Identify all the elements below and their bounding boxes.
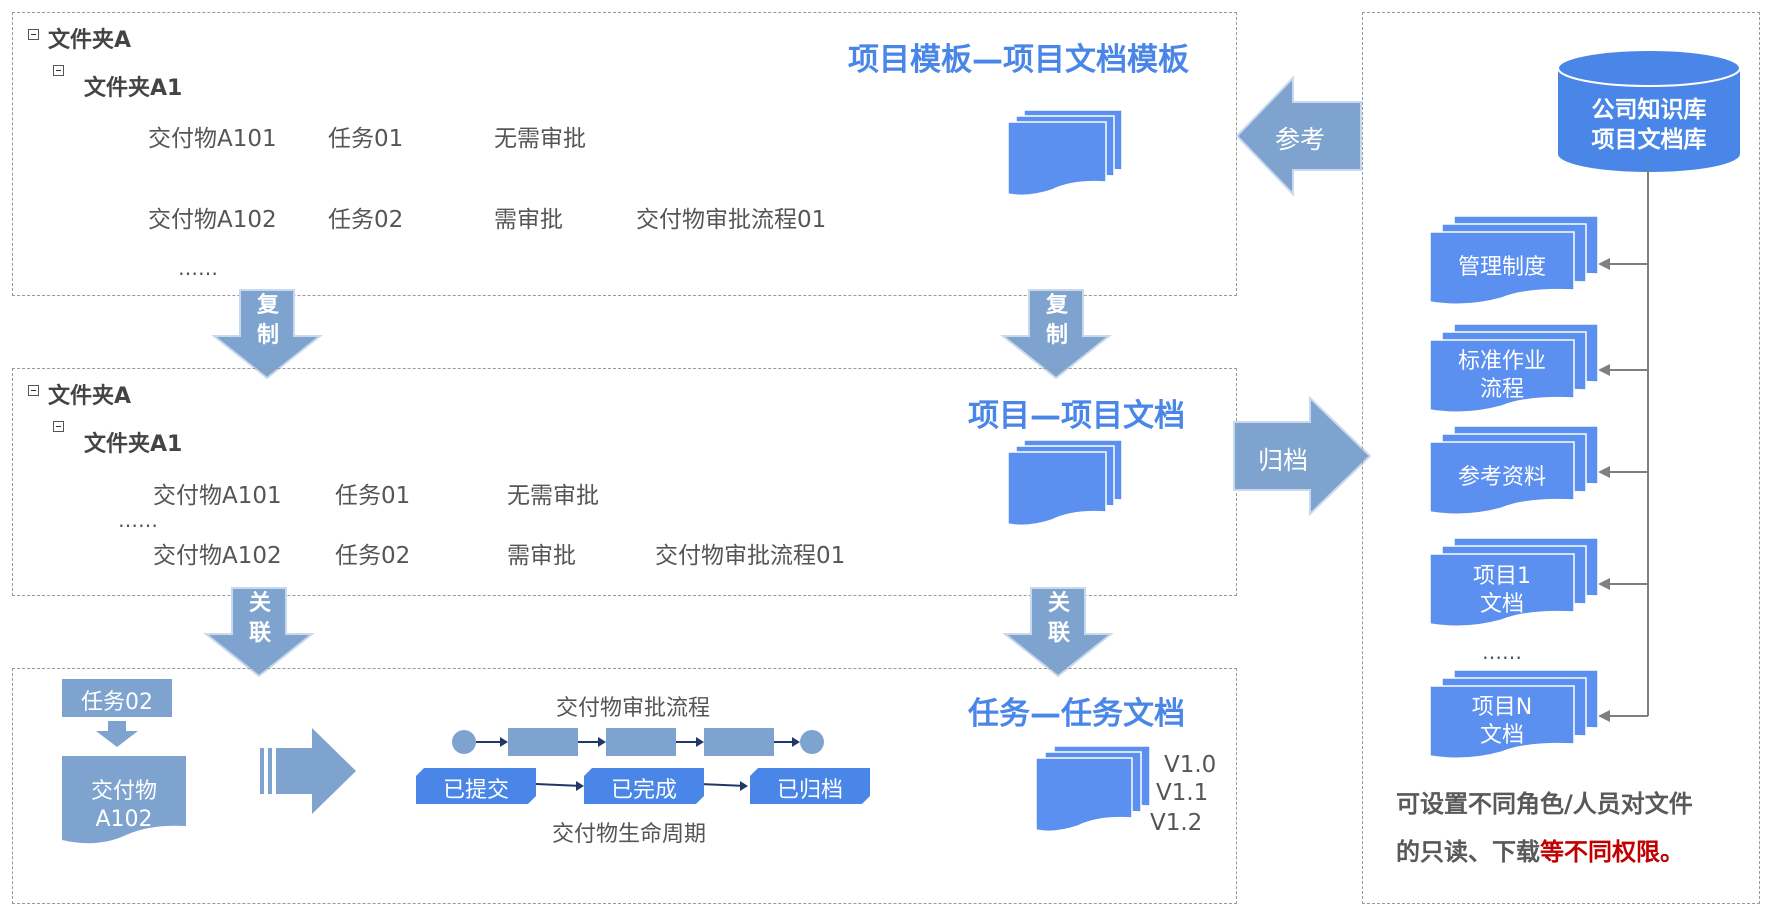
deliverable-name: 交付物A101: [153, 483, 282, 509]
document-stack-icon: [1429, 425, 1599, 515]
folder-label[interactable]: 文件夹A: [48, 28, 132, 53]
link-arrow-left: [203, 587, 315, 678]
stage-box: [750, 768, 870, 804]
stage-box: [584, 768, 704, 804]
tree-connector: [1598, 168, 1649, 722]
database-label: 项目文档库: [1591, 127, 1707, 153]
ellipsis: ……: [178, 256, 218, 280]
knowledge-base-panel: [1362, 12, 1760, 904]
copy-arrow-right: [1000, 289, 1112, 380]
folder-label[interactable]: 文件夹A: [48, 384, 132, 409]
approval-flow-name: 交付物审批流程01: [655, 543, 846, 569]
copy-label-char: 复: [256, 293, 279, 318]
lifecycle-title: 交付物生命周期: [552, 822, 707, 847]
collapse-icon[interactable]: [28, 29, 39, 40]
panel-title: 项目—项目文档: [968, 398, 1185, 434]
stage-label: 已提交: [442, 778, 509, 803]
panel-title: 项目模板—项目文档模板: [848, 42, 1189, 78]
kb-item-label[interactable]: 参考资料: [1457, 465, 1546, 490]
subfolder-label[interactable]: 文件夹A1: [84, 76, 183, 101]
kb-item-label[interactable]: 项目1: [1473, 564, 1531, 589]
link-arrow-right: [1002, 587, 1114, 678]
deliverable-document-icon: [62, 756, 186, 844]
permission-note-highlight: 等不同权限。: [1540, 838, 1684, 866]
ellipsis: ……: [118, 508, 158, 532]
approval-status: 无需审批: [507, 483, 599, 509]
version-label: V1.1: [1156, 780, 1209, 806]
stage-label: 已完成: [610, 778, 677, 803]
document-stack-icon: [1429, 323, 1599, 413]
lifecycle-connectors: [535, 781, 748, 791]
task-name: 任务01: [328, 126, 404, 152]
deliverable-name: 交付物A102: [153, 543, 282, 569]
copy-label-char: 复: [1045, 293, 1068, 318]
link-label-char: 联: [248, 621, 271, 646]
multi-document-icon: [1007, 109, 1123, 197]
kb-ellipsis: ……: [1482, 640, 1522, 664]
link-label-char: 关: [1047, 591, 1070, 616]
deliverable-label: 交付物: [90, 779, 157, 804]
permission-note-text: 的只读、下载: [1396, 838, 1540, 866]
document-stack-icon: [1429, 669, 1599, 759]
collapse-icon[interactable]: [53, 421, 64, 432]
down-arrow-icon: [96, 721, 138, 747]
permission-note-text: 可设置不同角色/人员对文件: [1396, 790, 1693, 818]
copy-label-char: 制: [256, 323, 279, 348]
approval-status: 需审批: [507, 543, 576, 569]
subfolder-label[interactable]: 文件夹A1: [84, 432, 183, 457]
deliverable-name: 交付物A101: [148, 126, 277, 152]
versioned-document-icon: [1035, 745, 1151, 833]
collapse-icon[interactable]: [28, 385, 39, 396]
kb-item-label[interactable]: 文档: [1479, 592, 1524, 617]
kb-item-label[interactable]: 标准作业: [1457, 349, 1546, 374]
kb-item-label[interactable]: 管理制度: [1457, 255, 1546, 280]
database-icon: [1557, 49, 1741, 172]
stage-label: 已归档: [776, 778, 843, 803]
collapse-icon[interactable]: [53, 65, 64, 76]
archive-label: 归档: [1258, 446, 1309, 475]
approval-flow-title: 交付物审批流程: [556, 696, 711, 721]
link-label-char: 联: [1047, 621, 1070, 646]
multi-document-icon: [1007, 439, 1123, 527]
reference-arrow: [1235, 75, 1362, 197]
copy-label-char: 制: [1045, 323, 1068, 348]
deliverable-label: A102: [95, 807, 153, 832]
task-panel: [12, 668, 1237, 904]
task-name: 任务01: [335, 483, 411, 509]
approval-flow-diagram: [452, 728, 824, 756]
task-box: [62, 679, 172, 717]
template-panel: [12, 12, 1237, 296]
deliverable-name: 交付物A102: [148, 207, 277, 233]
version-label: V1.2: [1150, 810, 1203, 836]
link-label-char: 关: [248, 591, 271, 616]
database-label: 公司知识库: [1591, 97, 1707, 123]
archive-arrow: [1233, 395, 1372, 517]
permission-note: 可设置不同角色/人员对文件 的只读、下载等不同权限。: [1396, 780, 1752, 876]
reference-label: 参考: [1275, 125, 1326, 154]
version-label: V1.0: [1164, 752, 1217, 778]
document-stack-icon: [1429, 537, 1599, 627]
task-name: 任务02: [328, 207, 404, 233]
approval-flow-name: 交付物审批流程01: [636, 207, 827, 233]
stage-box: [416, 768, 536, 804]
approval-status: 需审批: [494, 207, 563, 233]
panel-title: 任务—任务文档: [968, 696, 1185, 732]
kb-item-label[interactable]: 文档: [1479, 723, 1524, 748]
document-stack-icon: [1429, 215, 1599, 305]
right-arrow-icon: [260, 728, 356, 814]
kb-item-label[interactable]: 项目N: [1471, 695, 1533, 720]
task-label: 任务02: [81, 690, 153, 715]
kb-item-label[interactable]: 流程: [1479, 377, 1524, 402]
task-name: 任务02: [335, 543, 411, 569]
copy-arrow-left: [211, 289, 323, 380]
approval-status: 无需审批: [494, 126, 586, 152]
